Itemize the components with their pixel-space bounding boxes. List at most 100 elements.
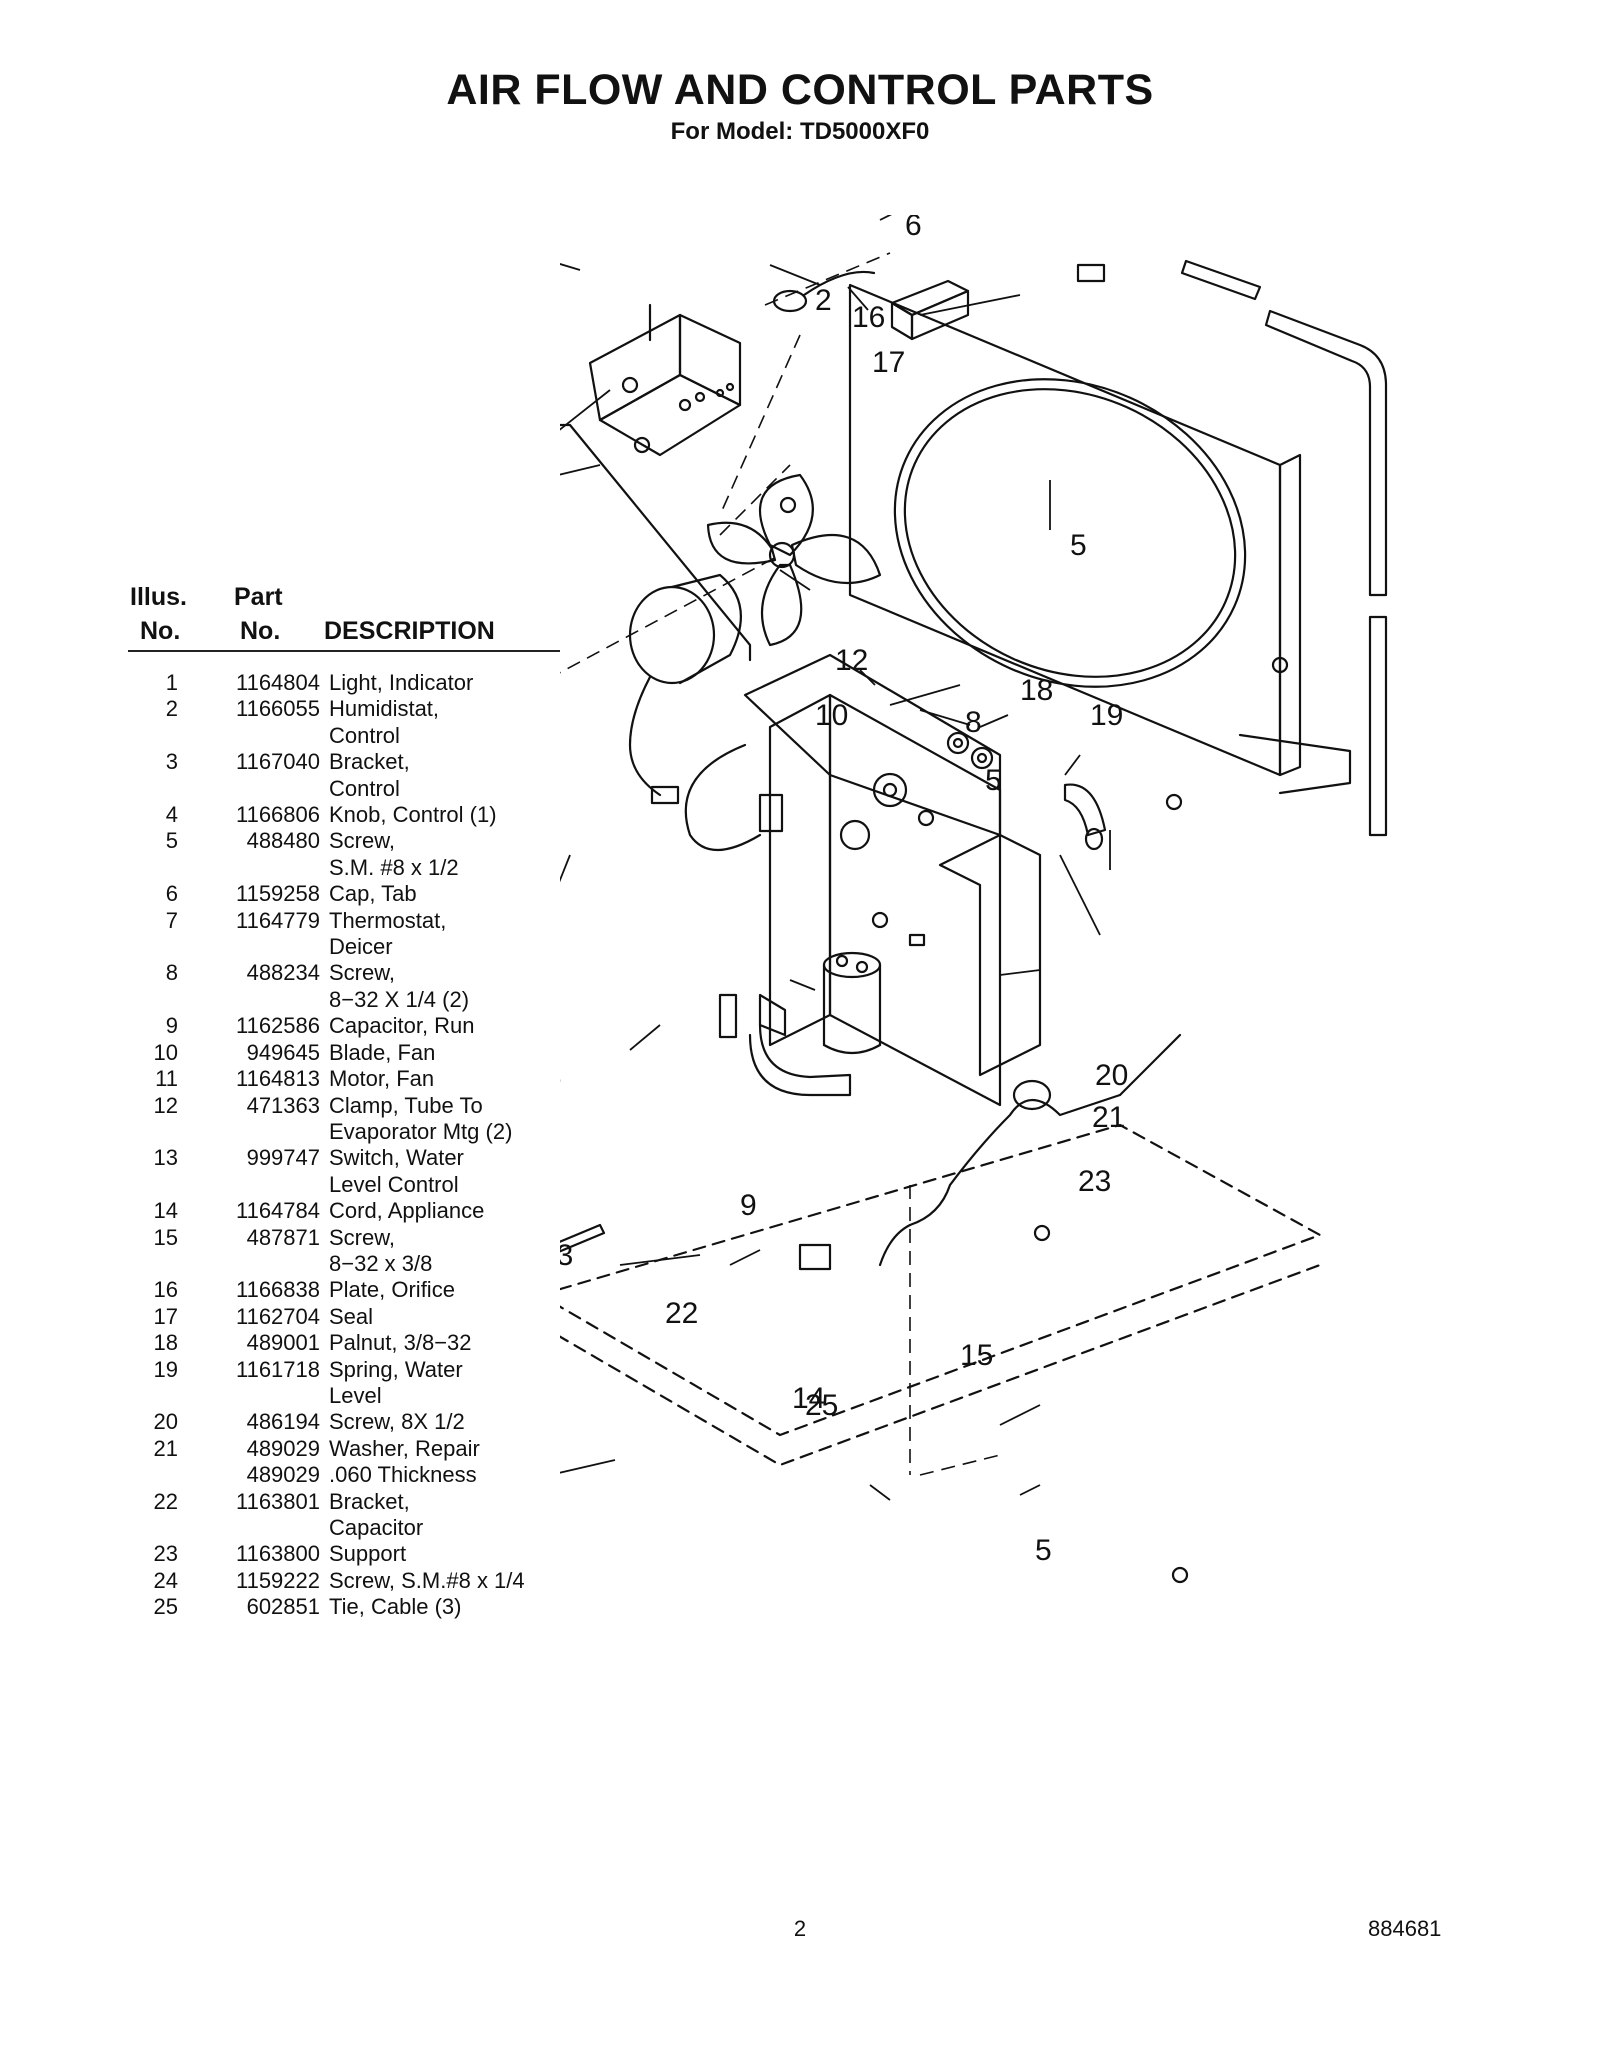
page-title: AIR FLOW AND CONTROL PARTS (446, 66, 1154, 114)
part-number: 1163801 (235, 1488, 320, 1514)
callout-5: 5 (1070, 529, 1087, 562)
callout-13: 13 (560, 1239, 573, 1272)
illus-number: 10 (153, 1039, 178, 1065)
part-description: Tie, Cable (3) (329, 1594, 462, 1620)
col-part-bottom: No. (240, 617, 281, 645)
support-frame-part (743, 653, 1042, 1107)
illus-number: 6 (165, 881, 178, 907)
part-description: 8−32 x 3/8 (329, 1250, 433, 1276)
callout-14: 14 (792, 1382, 825, 1415)
parts-table-row: Deicer (128, 934, 560, 960)
part-number: 949645 (246, 1039, 320, 1065)
cap-tab-part (1076, 263, 1106, 283)
parts-table-row: Control (128, 776, 560, 802)
part-number: 1159222 (235, 1567, 320, 1593)
part-number (178, 1515, 320, 1541)
parts-table-row: Control (128, 723, 560, 749)
illus-number: 2 (165, 696, 178, 722)
screw-parts (621, 376, 1289, 1584)
callout-17: 17 (872, 346, 905, 379)
part-description: Level Control (329, 1171, 459, 1197)
col-illus-bottom: No. (140, 617, 181, 645)
illus-number: 16 (153, 1277, 178, 1303)
illus-number: 14 (153, 1198, 178, 1224)
part-number: 1162586 (235, 1013, 320, 1039)
col-description: DESCRIPTION (324, 617, 495, 645)
callout-16: 16 (852, 301, 885, 334)
part-description: Screw, (329, 828, 396, 854)
part-description: Capacitor (329, 1515, 424, 1540)
callout-20: 20 (1095, 1059, 1128, 1092)
illus-number: 13 (153, 1145, 178, 1171)
parts-table-header: Illus. No. Part No. DESCRIPTION (128, 582, 560, 652)
illus-number: 20 (153, 1409, 178, 1435)
parts-table-row: Capacitor (128, 1515, 560, 1541)
part-number: 1166055 (235, 696, 320, 722)
water-level-switch-part (718, 993, 738, 1039)
callout-2: 2 (815, 284, 832, 317)
part-description: Motor, Fan (329, 1066, 435, 1092)
part-number (178, 723, 320, 749)
part-description: Thermostat, (329, 907, 447, 933)
part-number (178, 934, 320, 960)
callout-25: 25 (805, 1389, 838, 1422)
col-part-top: Part (234, 583, 283, 611)
part-number: 488480 (246, 828, 320, 854)
callout-18: 18 (1020, 674, 1053, 707)
illus-number (128, 1172, 178, 1198)
part-number: 999747 (246, 1145, 320, 1171)
illus-number: 22 (153, 1488, 178, 1514)
part-number: 1167040 (235, 749, 320, 775)
palnut-part (946, 731, 994, 770)
thermostat-deicer-part (684, 743, 784, 852)
control-bracket-part (588, 303, 742, 457)
part-description: Palnut, 3/8−32 (329, 1330, 472, 1356)
illus-number: 17 (153, 1303, 178, 1329)
part-number (178, 1251, 320, 1277)
illus-number (128, 1383, 178, 1409)
part-description: Switch, Water (329, 1145, 464, 1171)
part-number (178, 1383, 320, 1409)
illus-number: 19 (153, 1356, 178, 1382)
part-description: Screw, (329, 960, 396, 986)
parts-table-row: 8−32 x 3/8 (128, 1251, 560, 1277)
model-subtitle: For Model: TD5000XF0 (670, 118, 930, 145)
part-description: Evaporator Mtg (2) (329, 1118, 513, 1144)
illus-number: 23 (153, 1541, 178, 1567)
page-number: 2 (793, 1916, 807, 1941)
illus-number: 1 (165, 670, 178, 695)
illus-number: 24 (153, 1567, 178, 1593)
fan-blade-part (706, 473, 882, 647)
part-description: Bracket, (329, 749, 410, 775)
part-description: Level (329, 1382, 382, 1408)
part-number (178, 987, 320, 1013)
part-description: Light, Indicator (329, 670, 474, 695)
part-number: 488234 (246, 960, 320, 986)
part-description: Seal (329, 1303, 374, 1329)
orifice-plate-part (848, 283, 1352, 795)
part-description: Blade, Fan (329, 1039, 436, 1065)
callout-7: 7 (560, 1074, 562, 1107)
humidistat-part (890, 279, 970, 341)
illus-number (128, 855, 178, 881)
part-description: Cap, Tab (329, 881, 417, 907)
parts-table-row: 10 949645 Blade, Fan (128, 1040, 560, 1066)
part-number (178, 855, 320, 881)
part-number: 489029 (246, 1462, 320, 1488)
illus-number (128, 776, 178, 802)
part-description: Spring, Water (329, 1356, 463, 1382)
part-description: 8−32 X 1/4 (2) (329, 986, 470, 1012)
